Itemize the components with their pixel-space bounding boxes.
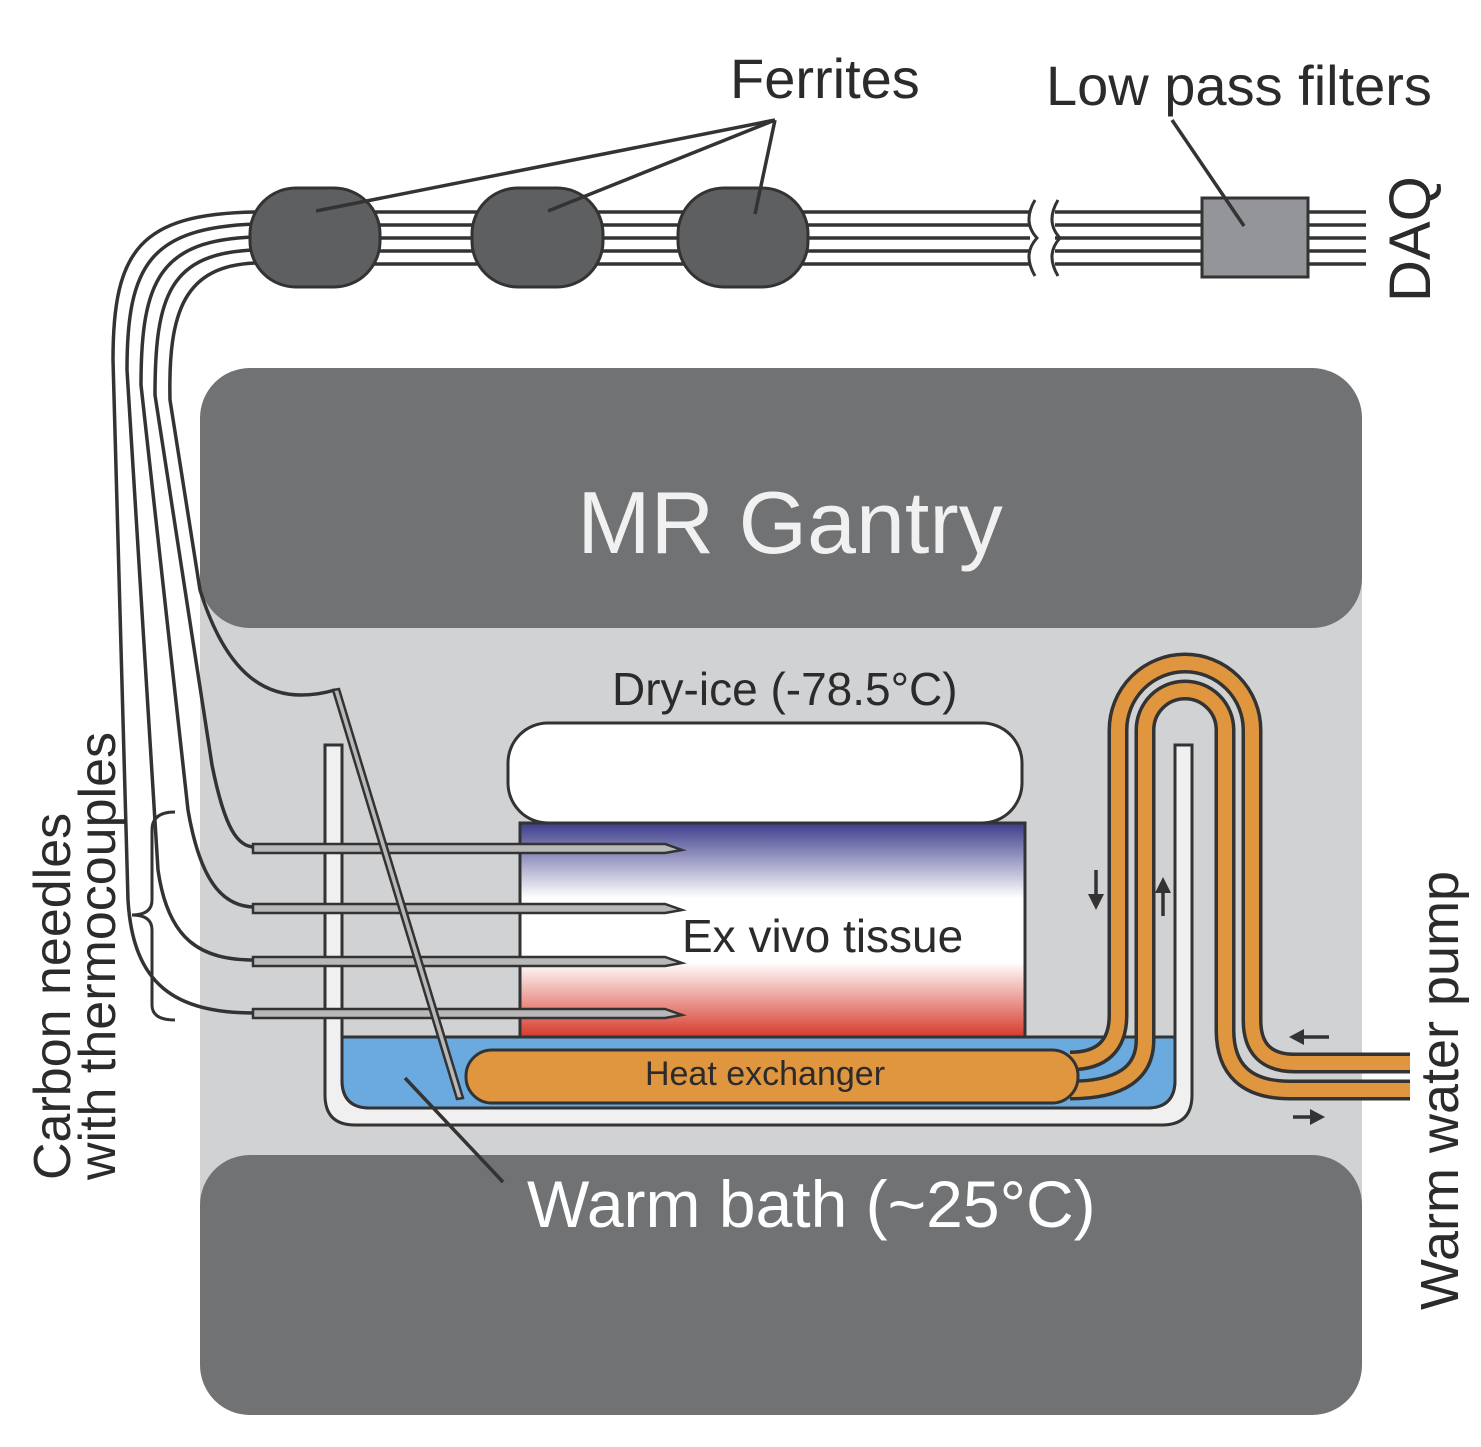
wire — [139, 235, 256, 909]
flow-arrows — [1088, 870, 1329, 1125]
arrow-up-icon — [1155, 877, 1171, 916]
wire — [111, 210, 256, 1015]
thermocouple-wires — [111, 199, 1366, 1015]
ferrite — [470, 186, 605, 289]
needle — [251, 955, 687, 968]
water-tubes — [1069, 652, 1410, 1101]
arrow-left-icon — [1289, 1029, 1329, 1045]
mr-gantry-label: MR Gantry — [577, 473, 1002, 572]
heat-exchanger — [464, 1048, 1080, 1105]
arrow-down-icon — [1088, 870, 1104, 910]
wire — [153, 248, 256, 849]
wire — [125, 222, 256, 962]
ex-vivo-tissue-label: Ex vivo tissue — [682, 910, 963, 962]
arrow-right-icon — [1293, 1109, 1325, 1125]
ferrite — [248, 186, 382, 289]
gantry-top-block — [200, 368, 1362, 628]
wire — [168, 261, 336, 697]
ferrites: Ferrites — [248, 47, 920, 289]
daq-label: DAQ — [1378, 176, 1443, 302]
needle — [251, 1007, 687, 1020]
ferrite — [676, 186, 810, 289]
warm-bath-leader-line — [403, 1076, 505, 1184]
diagonal-needle — [331, 687, 465, 1101]
ex-vivo-tissue — [518, 821, 1027, 1039]
ferrites-label: Ferrites — [730, 47, 920, 110]
carbon-needles-label-line2: with thermocouples — [69, 732, 127, 1181]
heat-exchanger-label: Heat exchanger — [645, 1055, 885, 1093]
outflow-tube — [1069, 656, 1410, 1070]
carbon-needles — [251, 687, 687, 1101]
low-pass-filter: Low pass filters DAQ — [1046, 54, 1443, 302]
warm-water-pump-label: Warm water pump — [1410, 871, 1470, 1310]
inflow-tube — [1069, 683, 1410, 1097]
needle — [251, 842, 687, 855]
gantry-bottom-block — [200, 1155, 1362, 1415]
carbon-needles-label-line1: Carbon needles — [24, 813, 82, 1180]
needles-brace — [131, 810, 176, 1022]
low-pass-filters-label: Low pass filters — [1046, 54, 1432, 117]
ferrites-leader-lines — [315, 118, 777, 215]
filter-box — [1200, 196, 1310, 279]
warm-bath-label: Warm bath (~25°C) — [527, 1167, 1096, 1241]
filter-leader-line — [1170, 119, 1246, 227]
dry-ice-block — [506, 721, 1024, 825]
dry-ice-label: Dry-ice (-78.5°C) — [612, 663, 958, 715]
needle — [251, 902, 687, 915]
cable-break-icon — [1027, 199, 1063, 277]
